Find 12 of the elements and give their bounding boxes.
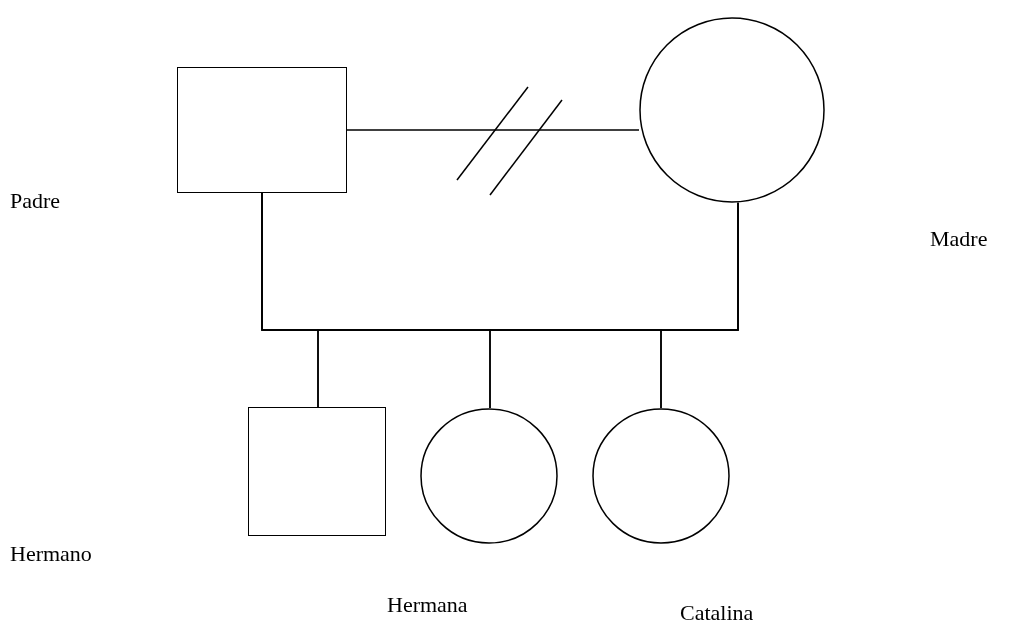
person-name: Catalina xyxy=(680,602,754,624)
circle-symbol xyxy=(420,408,558,544)
circle-symbol xyxy=(639,17,825,203)
person-name: Madre xyxy=(930,228,988,250)
square-symbol xyxy=(248,407,386,536)
person-name: Hermano xyxy=(10,543,92,565)
descent-line xyxy=(660,202,739,409)
person-name: Padre xyxy=(10,190,61,212)
relationship-line xyxy=(346,86,640,196)
square-symbol xyxy=(177,67,347,193)
person-name: Hermana xyxy=(387,594,468,616)
circle-symbol xyxy=(592,408,730,544)
